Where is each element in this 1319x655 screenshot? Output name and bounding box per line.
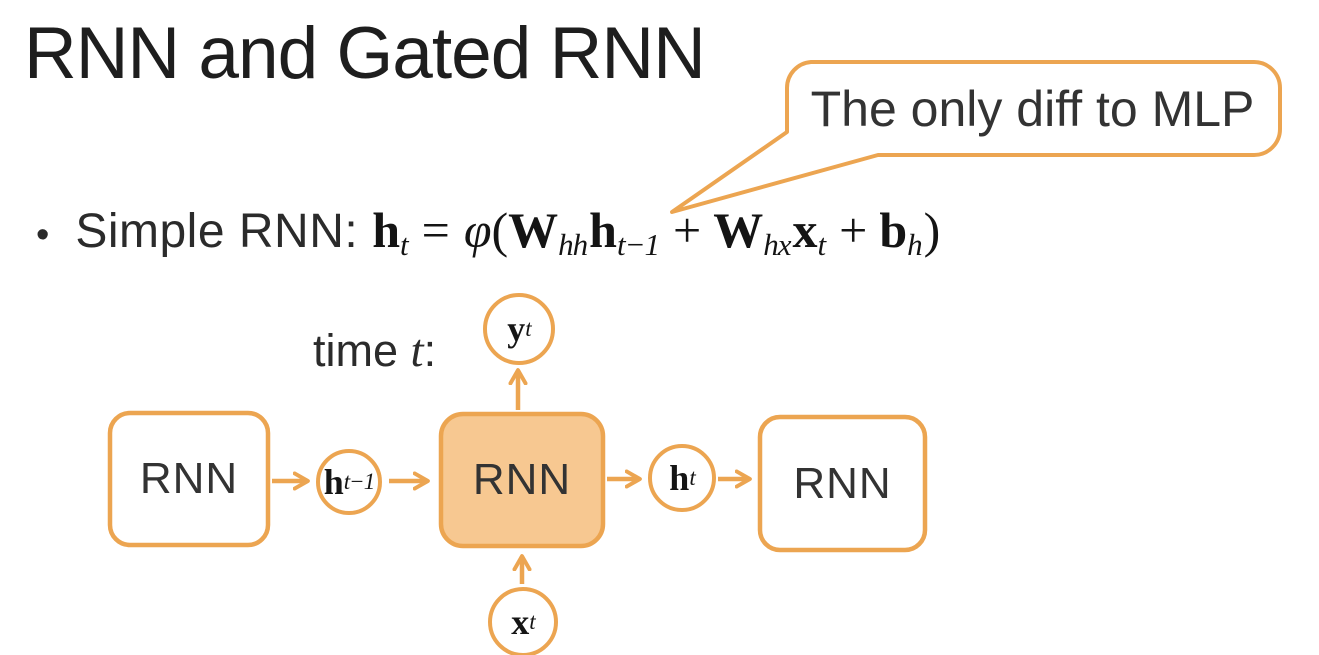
equation-term1: Whhht−1 xyxy=(508,201,661,262)
math-base: x xyxy=(511,602,530,642)
math-base: h xyxy=(323,462,344,502)
math-sub: hh xyxy=(558,226,588,262)
phi-symbol: φ xyxy=(463,202,492,258)
math-base: h xyxy=(589,202,617,258)
math-base: x xyxy=(792,202,818,258)
time-label-variable: t xyxy=(410,325,424,377)
time-label-prefix: time xyxy=(313,325,411,376)
math-sub: hx xyxy=(763,226,791,262)
time-step-label: time t: xyxy=(313,324,436,378)
center-rnn-box-shape xyxy=(438,411,606,549)
right-rnn-box-label: RNN xyxy=(793,458,892,508)
simple-rnn-bullet-line: • Simple RNN: ht = φ ( Whhht−1 + Whxxt +… xyxy=(36,201,941,262)
math-base: h xyxy=(669,458,690,498)
callout-bubble-shape xyxy=(670,60,1282,214)
close-paren: ) xyxy=(923,202,941,258)
plus-sign: + xyxy=(839,202,868,258)
math-base: W xyxy=(713,202,764,258)
math-sub: h xyxy=(907,226,922,262)
right-rnn-box-shape xyxy=(757,414,928,553)
math-sub: t xyxy=(817,226,827,262)
equation-bias: bh xyxy=(879,201,923,262)
hidden-current-node-shape xyxy=(648,444,716,512)
callout-text: The only diff to MLP xyxy=(810,80,1255,137)
plus-sign: + xyxy=(673,202,702,258)
bullet-label: Simple RNN: xyxy=(75,205,359,258)
math-base: b xyxy=(879,202,908,258)
math-base: y xyxy=(507,309,526,349)
math-base: h xyxy=(372,202,401,258)
input-node-shape xyxy=(488,587,558,655)
equation-term2: Whxxt xyxy=(713,201,827,262)
time-label-suffix: : xyxy=(423,325,437,376)
bullet-glyph: • xyxy=(36,214,50,256)
math-sub: t xyxy=(400,226,409,262)
left-rnn-box-shape xyxy=(107,410,271,548)
left-rnn-box-label: RNN xyxy=(139,454,239,503)
center-rnn-box-label: RNN xyxy=(472,455,572,504)
math-sub: t−1 xyxy=(616,226,660,262)
open-paren: ( xyxy=(491,202,509,258)
equals-sign: = xyxy=(421,202,450,258)
slide-title: RNN and Gated RNN xyxy=(24,13,706,94)
math-base: W xyxy=(508,202,559,258)
hidden-prev-node-shape xyxy=(316,449,382,515)
output-node-shape xyxy=(483,293,555,365)
equation-lhs: ht xyxy=(372,201,409,262)
